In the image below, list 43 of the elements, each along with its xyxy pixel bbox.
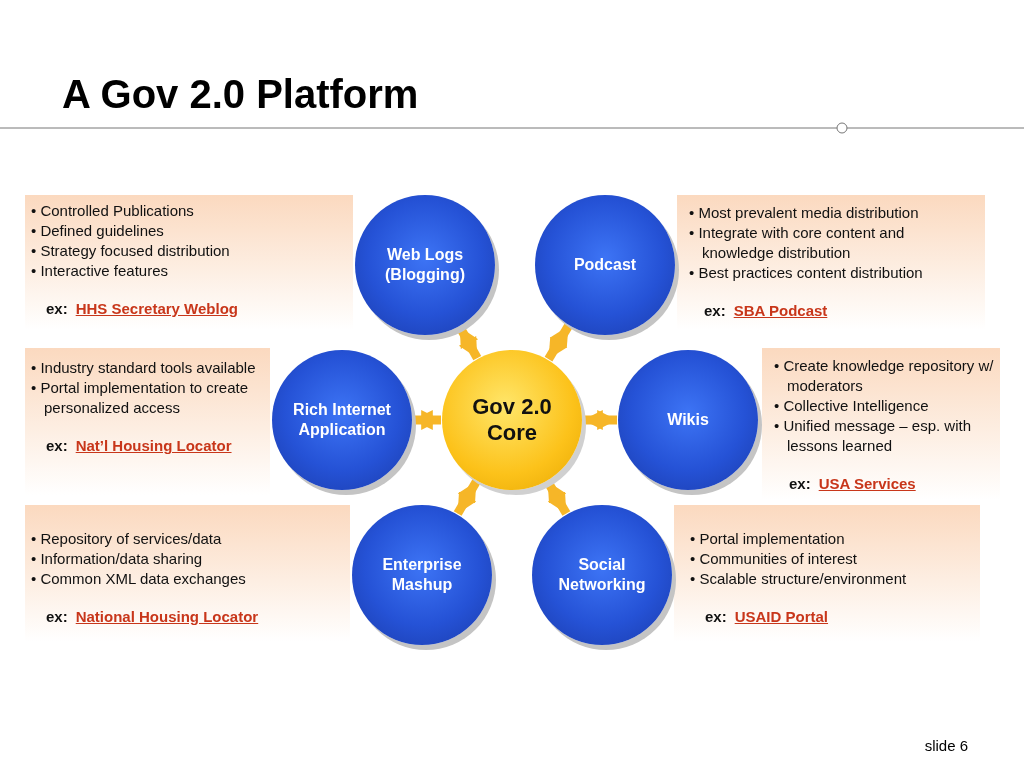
slide-title: A Gov 2.0 Platform [62, 72, 419, 117]
example-label: ex: [704, 302, 726, 319]
bullet-item: • Controlled Publications [31, 201, 195, 221]
double-arrow [544, 323, 573, 362]
example-link: Nat’l Housing Locator [75, 437, 232, 454]
bullet-item: • Communities of interest [690, 549, 858, 569]
circle-label: Social Networking [557, 555, 647, 595]
bullet-item: • Defined guidelines [31, 221, 165, 241]
double-arrow [583, 410, 617, 430]
example-label: ex: [789, 475, 811, 492]
circle-label: Podcast [572, 255, 638, 275]
example-link: USAID Portal [734, 608, 829, 625]
example-label: ex: [46, 608, 68, 625]
double-arrow [413, 410, 441, 430]
bullet-item: • Information/data sharing [31, 549, 204, 569]
bullet-item: • Industry standard tools available [31, 358, 257, 378]
circle-label: Web Logs (Blogging) [384, 245, 466, 285]
bullet-item: • Collective Intelligence [774, 396, 930, 416]
example-label: ex: [705, 608, 727, 625]
bullet-item: • Strategy focused distribution [31, 241, 231, 261]
circle-label: Rich Internet Application [292, 400, 392, 440]
example-link: SBA Podcast [733, 302, 828, 319]
circle-label: Enterprise Mashup [381, 555, 463, 595]
bullet-item: • Most prevalent media distribution [689, 203, 920, 223]
example-link: HHS Secretary Weblog [75, 300, 238, 317]
bullet-item: • Interactive features [31, 261, 169, 281]
slide-number: slide 6 [924, 737, 968, 754]
example-label: ex: [46, 300, 68, 317]
bullet-item: • Common XML data exchanges [31, 569, 247, 589]
bullet-item: • Unified message – esp. with lessons learned [774, 416, 972, 456]
circle-label: Wikis [666, 410, 710, 430]
bullet-item: • Portal implementation [690, 529, 846, 549]
example-link: National Housing Locator [75, 608, 259, 625]
bullet-item: • Integrate with core content and knowledge distribution [689, 223, 906, 263]
example-link: USA Services [818, 475, 916, 492]
bullet-item: • Repository of services/data [31, 529, 223, 549]
bullet-item: • Portal implementation to create personalized access [31, 378, 250, 418]
bullet-item: • Scalable structure/environment [690, 569, 908, 589]
bullet-item: • Create knowledge repository w/ moderators [774, 356, 995, 396]
double-arrow [453, 479, 481, 516]
circle-label: Gov 2.0 Core [471, 394, 553, 446]
bullet-item: • Best practices content distribution [689, 263, 924, 283]
example-label: ex: [46, 437, 68, 454]
